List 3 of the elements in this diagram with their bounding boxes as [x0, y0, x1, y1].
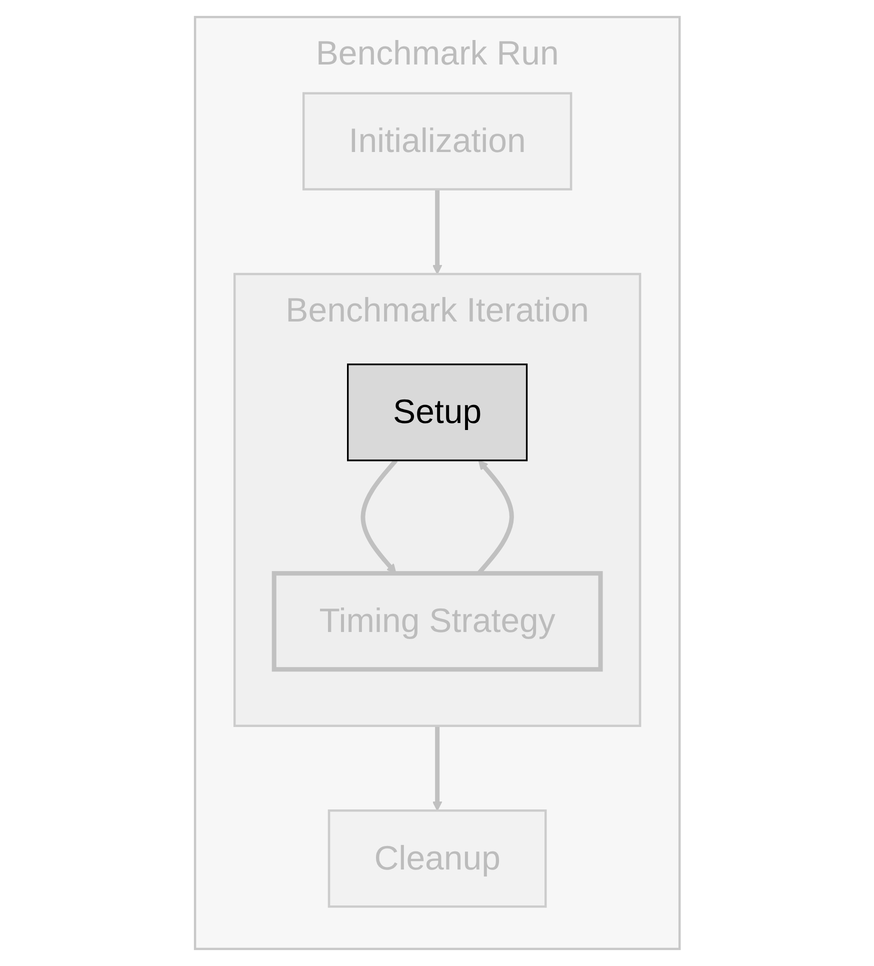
node-box: Setup [346, 364, 528, 462]
arrow [432, 189, 442, 274]
arrow [432, 726, 442, 812]
